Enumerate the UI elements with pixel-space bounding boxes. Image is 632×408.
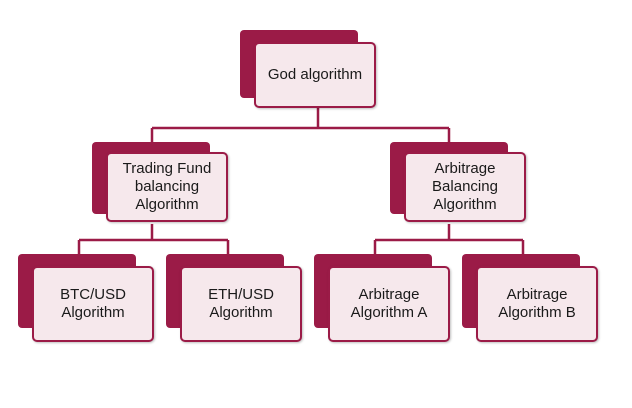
node-label: Arbitrage Balancing Algorithm <box>404 152 526 222</box>
node-label: BTC/USD Algorithm <box>32 266 154 342</box>
node-label: Trading Fund balancing Algorithm <box>106 152 228 222</box>
node-btc-usd: BTC/USD Algorithm <box>18 254 156 346</box>
arbitrage-connector <box>373 224 525 254</box>
root-connector <box>150 108 451 142</box>
node-arbitrage-balancing: Arbitrage Balancing Algorithm <box>390 142 530 228</box>
node-arbitrage-algorithm-b: Arbitrage Algorithm B <box>462 254 600 346</box>
node-label: ETH/USD Algorithm <box>180 266 302 342</box>
node-arbitrage-algorithm-a: Arbitrage Algorithm A <box>314 254 452 346</box>
node-label: Arbitrage Algorithm B <box>476 266 598 342</box>
node-eth-usd: ETH/USD Algorithm <box>166 254 304 346</box>
trading-connector <box>77 224 230 254</box>
node-label: God algorithm <box>254 42 376 108</box>
node-god-algorithm: God algorithm <box>240 30 380 112</box>
node-label: Arbitrage Algorithm A <box>328 266 450 342</box>
node-trading-fund-balancing: Trading Fund balancing Algorithm <box>92 142 232 228</box>
